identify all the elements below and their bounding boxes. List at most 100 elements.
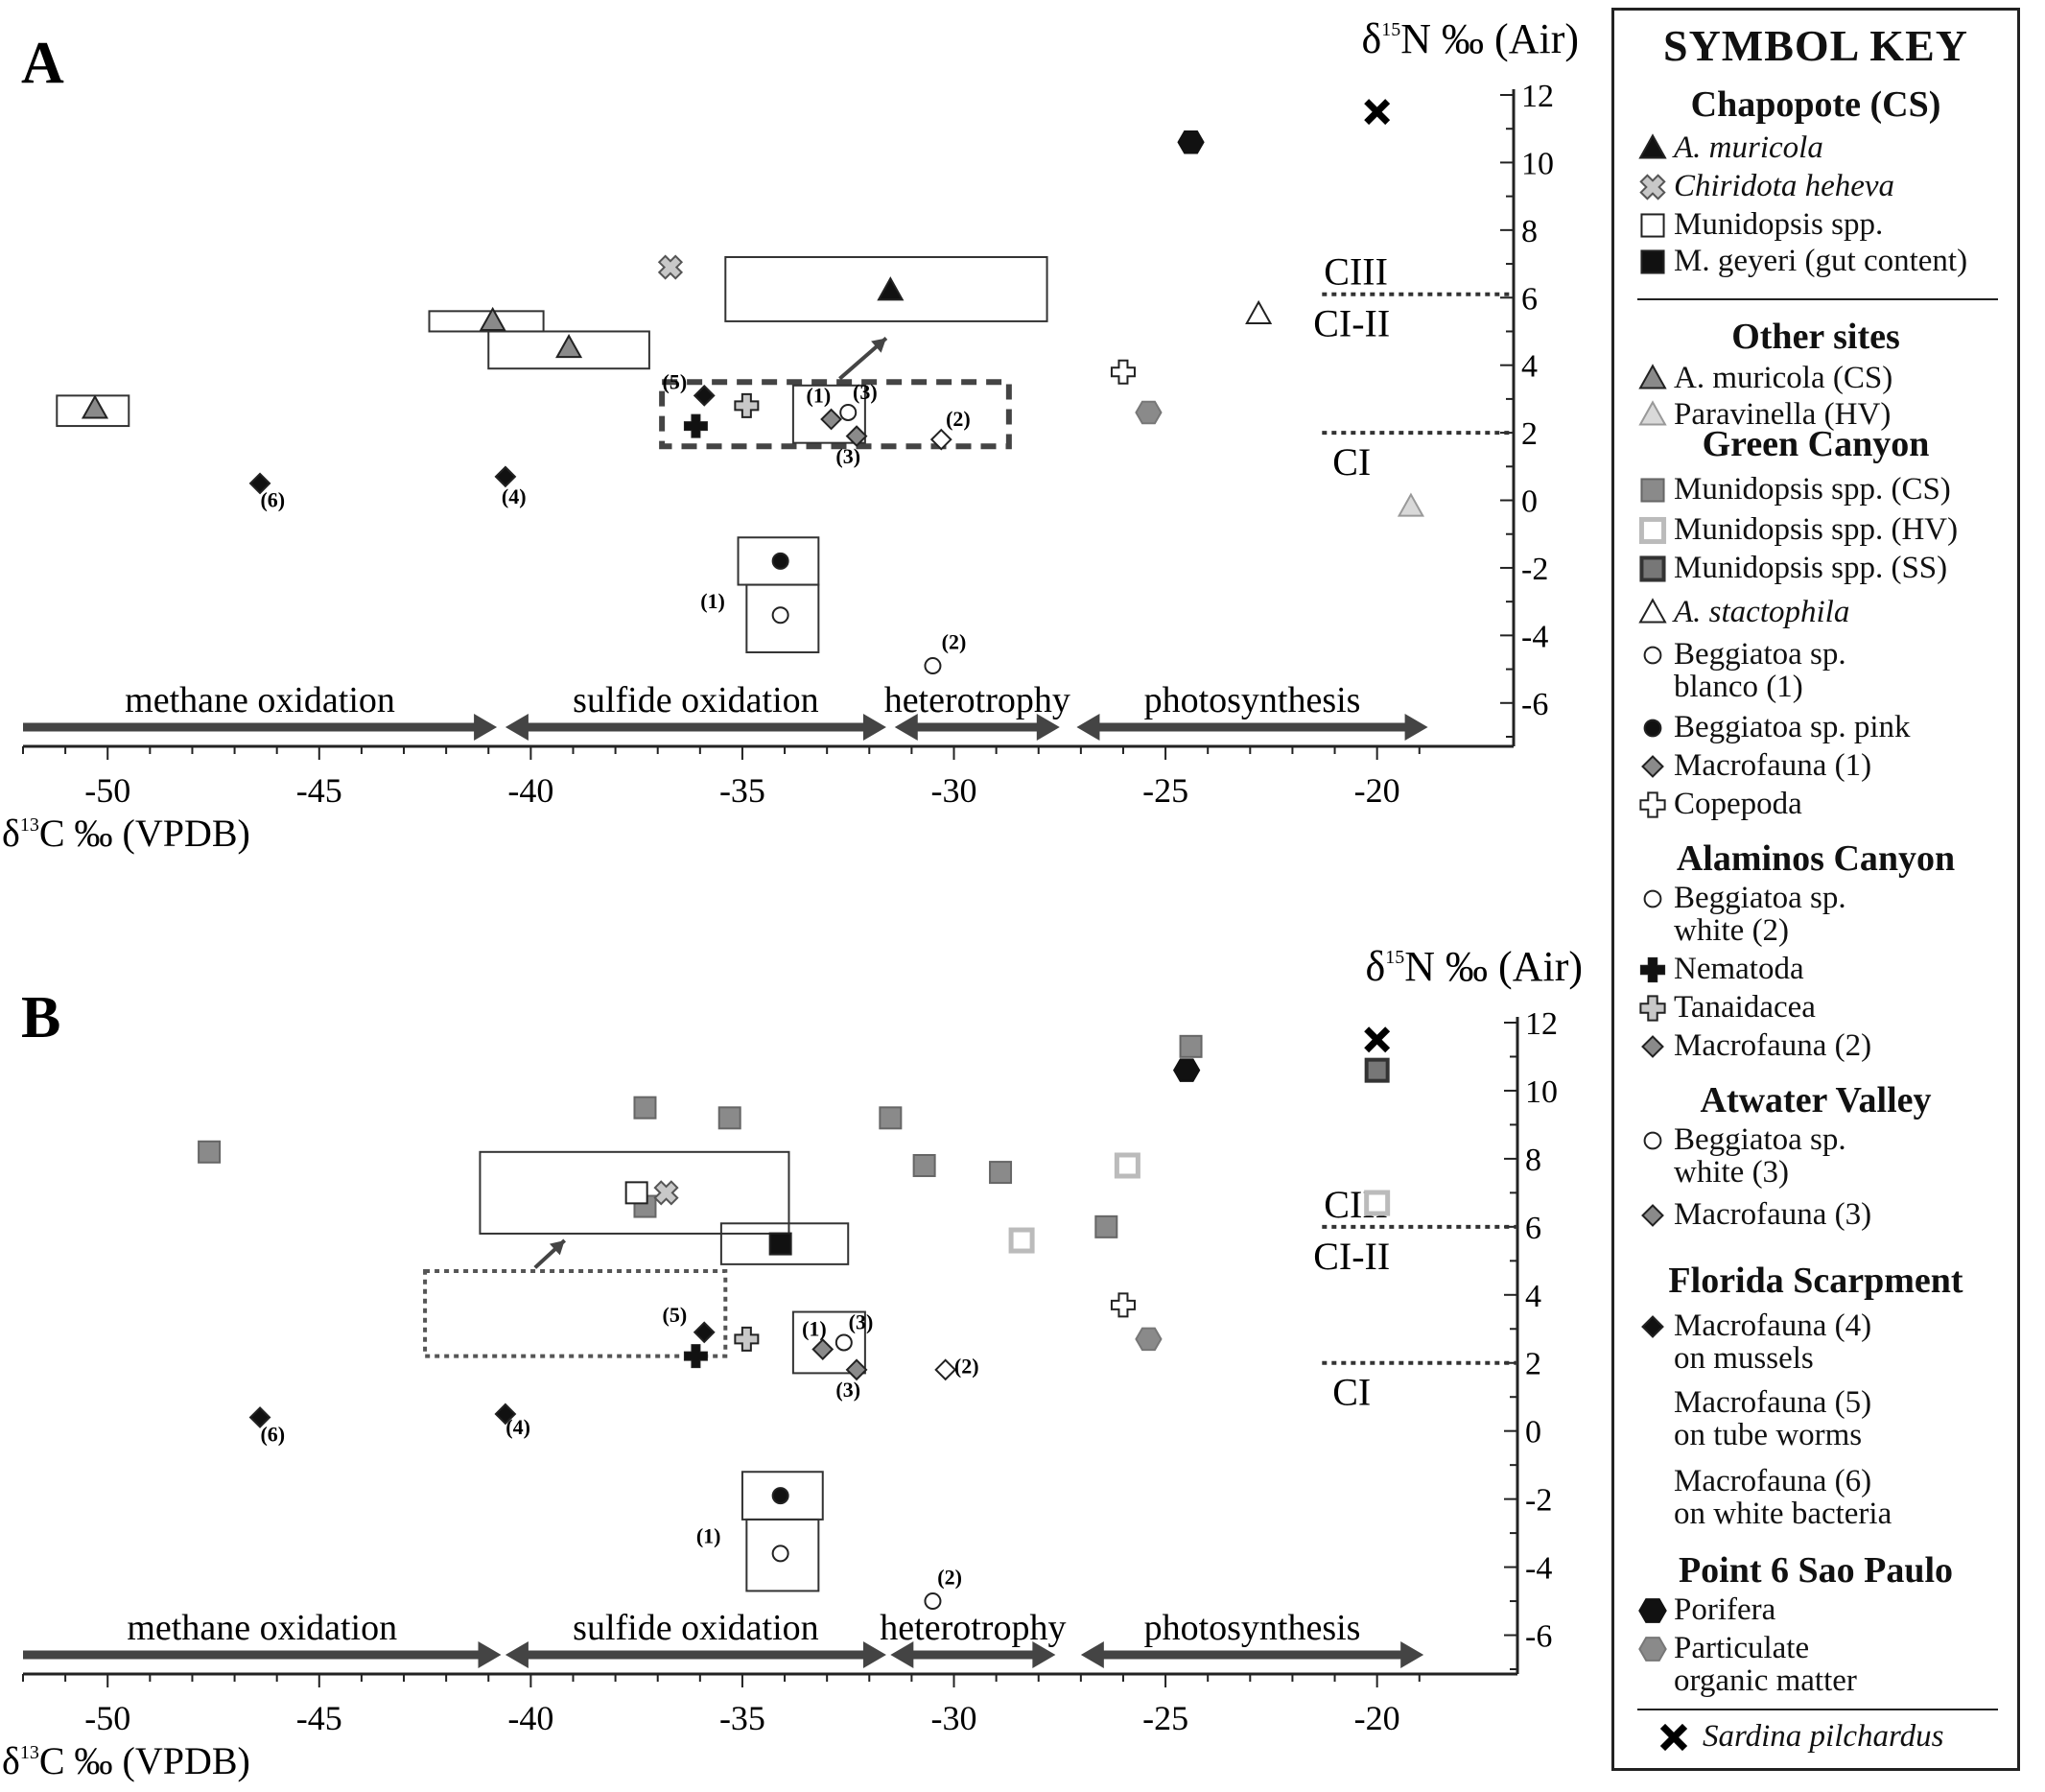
panel-a-x-tick-label: -45 — [296, 771, 342, 810]
point-munidopsis-spp-cs-green-canyon — [989, 1161, 1013, 1185]
panel-b-x-tick-label: -20 — [1354, 1699, 1400, 1737]
symbol-key-label: Macrofauna (4) on mussels — [1674, 1309, 1872, 1376]
point-annotation: (5) — [663, 1303, 688, 1327]
point-macrofauna-1 — [811, 1338, 834, 1360]
point-annotation: (1) — [700, 589, 725, 613]
panel-b-y-tick-label: -4 — [1525, 1551, 1552, 1587]
point-chiridota-heheva — [653, 1180, 679, 1206]
point-macrofauna-6-on-white-bacteria — [248, 1406, 271, 1428]
range-box — [745, 583, 820, 653]
process-label: photosynthesis — [1144, 680, 1361, 720]
symbol-key-label: Nematoda — [1674, 952, 1804, 986]
symbol-key-label: Beggiatoa sp. blanco (1) — [1674, 637, 1846, 704]
point-munidopsis-spp-hv — [1364, 1190, 1391, 1216]
symbol-key-entry: A. muricola — [1635, 131, 2015, 164]
process-arrow-head — [894, 714, 918, 741]
diamond-icon — [1641, 1315, 1664, 1338]
process-arrow-head — [474, 714, 498, 741]
symbol-key-entry: Beggiatoa sp. blanco (1) — [1635, 638, 2015, 703]
point-porifera — [1172, 1058, 1201, 1082]
symbol-key-entry: Macrofauna (1) — [1635, 749, 2015, 782]
symbol-key-title: SYMBOL KEY — [1662, 21, 1968, 70]
point-tanaidacea — [734, 1326, 760, 1352]
point-chiridota-heheva — [657, 254, 684, 280]
point-munidopsis-spp-ss — [1364, 1057, 1390, 1083]
panel-a-label: A — [21, 31, 64, 96]
symbol-key-group-other-sites: Other sites — [1731, 317, 1900, 357]
point-munidopsis-spp-cs-green-canyon — [1179, 1034, 1203, 1058]
xcross-icon — [1639, 174, 1666, 200]
panel-a-y-tick-label: 8 — [1521, 214, 1538, 249]
symbol-key-label: Beggiatoa sp. pink — [1674, 710, 1911, 744]
symbol-key-entry: A. muricola (CS) — [1635, 362, 2015, 394]
panel-a-trophic-label: CI — [1332, 440, 1371, 483]
panel-b-x-axis-label: δ13C ‰ (VPDB) — [2, 1739, 250, 1782]
pointer-arrow-head — [549, 1240, 565, 1256]
panel-a-y-tick-label: -6 — [1521, 687, 1548, 722]
diamond-icon — [1641, 1204, 1664, 1227]
point-munidopsis-spp-cs-green-canyon — [198, 1140, 222, 1164]
point-macrofauna-6-on-white-bacteria — [248, 472, 271, 495]
circle-icon — [1643, 646, 1662, 665]
process-label: heterotrophy — [880, 1608, 1066, 1648]
xcross-icon — [1639, 174, 1666, 200]
process-arrow-head — [1400, 1641, 1424, 1668]
panel-a-y-tick-label: 6 — [1521, 281, 1538, 317]
process-arrow-head — [505, 714, 529, 741]
panel-b-y-tick-label: 8 — [1525, 1143, 1541, 1178]
point-beggiatoa-sp-pink — [771, 552, 789, 570]
square-icon — [1639, 555, 1666, 582]
point-macrofauna-5-on-tube-worms — [693, 1321, 716, 1344]
panel-a-x-tick-label: -35 — [719, 771, 765, 810]
point-munidopsis-spp-cs-green-canyon — [633, 1096, 657, 1120]
panel-b-y-tick-label: -2 — [1525, 1483, 1552, 1519]
symbol-key-group-chapopote-cs: Chapopote (CS) — [1690, 84, 1941, 125]
point-munidopsis-spp-chapopote — [624, 1181, 648, 1205]
point-munidopsis-spp-cs-green-canyon — [1094, 1214, 1118, 1238]
symbol-key-divider — [1637, 1709, 1998, 1710]
symbol-key-entry: Macrofauna (6) on white bacteria — [1635, 1465, 2015, 1530]
diamond-icon — [1641, 1204, 1664, 1227]
process-methane-oxidation: methane oxidation — [23, 680, 498, 741]
circle-icon — [1643, 719, 1662, 738]
panel-b-x-tick-label: -45 — [296, 1699, 342, 1737]
diamond-icon — [1641, 755, 1664, 778]
range-box — [745, 1518, 820, 1592]
process-arrow-head — [1032, 1641, 1056, 1668]
process-label: photosynthesis — [1144, 1608, 1361, 1648]
point-sardina-pilchardus — [1364, 99, 1391, 126]
point-munidopsis-spp-cs-green-canyon — [912, 1153, 936, 1177]
hexagon-icon — [1638, 1598, 1667, 1623]
point-sardina-pilchardus — [1364, 1026, 1391, 1053]
range-box — [791, 1310, 866, 1375]
range-box — [56, 394, 130, 428]
symbol-key-label: Macrofauna (5) on tube worms — [1674, 1385, 1872, 1452]
panel-b-label: B — [21, 985, 60, 1050]
point-a-muricola-cs-other-sites — [555, 334, 583, 359]
process-arrow-head — [505, 1641, 529, 1668]
point-annotation: (1) — [807, 383, 832, 407]
panel-a-y-tick-label: 2 — [1521, 416, 1538, 452]
range-box — [487, 330, 650, 370]
symbol-key-entry: Macrofauna (3) — [1635, 1198, 2015, 1231]
process-heterotrophy: heterotrophy — [884, 680, 1070, 741]
plus-icon — [1639, 791, 1666, 818]
panel-a-y-tick-label: 10 — [1521, 146, 1554, 181]
symbol-key-group-alaminos-canyon: Alaminos Canyon — [1676, 838, 1956, 879]
symbol-key-label: A. muricola (CS) — [1674, 361, 1893, 395]
symbol-key-label: Copepoda — [1674, 787, 1802, 821]
circle-icon — [1643, 889, 1662, 908]
process-sulfide-oxidation: sulfide oxidation — [505, 680, 886, 741]
triangle-icon — [1638, 598, 1667, 624]
process-photosynthesis: photosynthesis — [1080, 1608, 1424, 1668]
process-sulfide-oxidation: sulfide oxidation — [505, 1608, 886, 1668]
process-arrow-head — [1404, 714, 1428, 741]
symbol-key-entry: Particulate organic matter — [1635, 1632, 2015, 1697]
point-macrofauna-3 — [845, 425, 868, 448]
point-m-geyeri-gut-content — [768, 1232, 792, 1256]
panel-b-trophic-label: CI-II — [1313, 1235, 1390, 1278]
symbol-key-label: Macrofauna (3) — [1674, 1197, 1872, 1232]
panel-b-y-tick-label: 10 — [1525, 1074, 1558, 1110]
xmark-icon — [1659, 1723, 1688, 1752]
